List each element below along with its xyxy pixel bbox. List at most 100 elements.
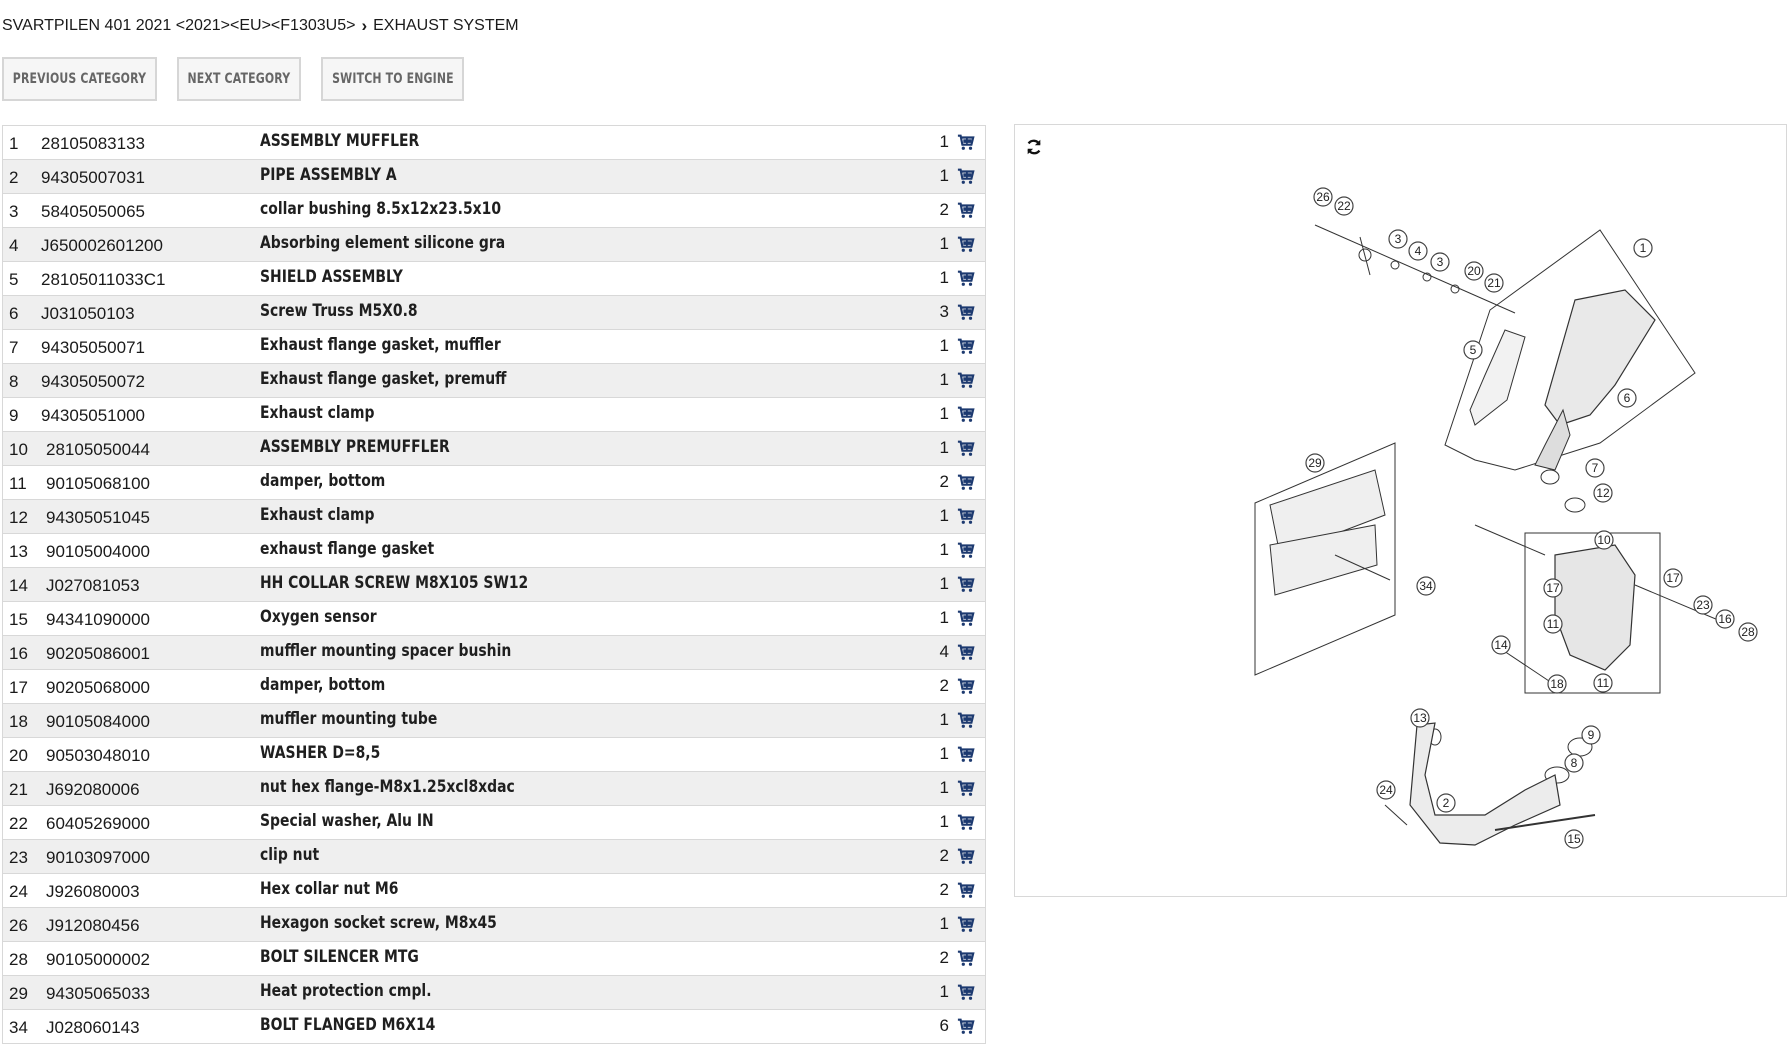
cart-icon[interactable] [957, 507, 975, 525]
callout-14[interactable]: 14 [1491, 635, 1511, 655]
callout-3[interactable]: 3 [1388, 229, 1408, 249]
callout-2[interactable]: 2 [1436, 793, 1456, 813]
cart-icon[interactable] [957, 915, 975, 933]
cart-icon[interactable] [957, 371, 975, 389]
callout-5[interactable]: 5 [1463, 340, 1483, 360]
part-number[interactable]: 90205068000 [46, 678, 151, 697]
part-number[interactable]: 60405269000 [46, 814, 151, 833]
cart-icon[interactable] [957, 813, 975, 831]
part-number[interactable]: 94305007031 [41, 168, 146, 187]
callout-3[interactable]: 3 [1430, 252, 1450, 272]
previous-category-button[interactable]: PREVIOUS CATEGORY [2, 57, 157, 101]
callout-7[interactable]: 7 [1585, 458, 1605, 478]
cart-icon[interactable] [957, 133, 975, 151]
part-number[interactable]: 90105084000 [46, 712, 151, 731]
cart-icon[interactable] [957, 711, 975, 729]
cart-icon[interactable] [957, 337, 975, 355]
callout-26[interactable]: 26 [1313, 187, 1333, 207]
part-number[interactable]: 28105050044 [46, 440, 151, 459]
refresh-icon[interactable] [1025, 138, 1043, 156]
cart-icon[interactable] [957, 949, 975, 967]
cart-icon[interactable] [957, 643, 975, 661]
cart-icon[interactable] [957, 235, 975, 253]
callout-1[interactable]: 1 [1633, 238, 1653, 258]
part-description: collar bushing 8.5x12x23.5x10 [260, 199, 502, 219]
cart-icon[interactable] [957, 167, 975, 185]
callout-10[interactable]: 10 [1594, 530, 1614, 550]
callout-21[interactable]: 21 [1484, 273, 1504, 293]
next-category-button[interactable]: NEXT CATEGORY [177, 57, 301, 101]
callout-11[interactable]: 11 [1543, 614, 1563, 634]
part-number[interactable]: J692080006 [46, 780, 140, 799]
part-number[interactable]: 94305065033 [46, 984, 151, 1003]
part-number[interactable]: 58405050065 [41, 202, 146, 221]
part-number[interactable]: J028060143 [46, 1018, 140, 1037]
part-number[interactable]: 90105004000 [46, 542, 151, 561]
part-number[interactable]: J912080456 [46, 916, 140, 935]
cart-icon[interactable] [957, 201, 975, 219]
part-number[interactable]: 90205086001 [46, 644, 151, 663]
part-number[interactable]: 90503048010 [46, 746, 151, 765]
cart-icon[interactable] [957, 405, 975, 423]
callout-28[interactable]: 28 [1738, 622, 1758, 642]
cart-icon[interactable] [957, 541, 975, 559]
part-number[interactable]: 94305051000 [41, 406, 146, 425]
part-number[interactable]: J027081053 [46, 576, 140, 595]
breadcrumb-model[interactable]: SVARTPILEN 401 2021 <2021><EU><F1303U5> [2, 17, 356, 34]
callout-12[interactable]: 12 [1593, 483, 1613, 503]
part-number[interactable]: 94305050072 [41, 372, 146, 391]
callout-4[interactable]: 4 [1408, 241, 1428, 261]
callout-9[interactable]: 9 [1581, 725, 1601, 745]
quantity: 1 [939, 744, 949, 763]
callout-24[interactable]: 24 [1376, 780, 1396, 800]
part-number[interactable]: 90103097000 [46, 848, 151, 867]
cart-icon[interactable] [957, 881, 975, 899]
part-number[interactable]: 94341090000 [46, 610, 151, 629]
part-number[interactable]: 94305051045 [46, 508, 151, 527]
part-number[interactable]: 90105068100 [46, 474, 151, 493]
callout-17[interactable]: 17 [1543, 578, 1563, 598]
switch-to-engine-button[interactable]: SWITCH TO ENGINE [321, 57, 464, 101]
quantity: 1 [939, 778, 949, 797]
part-number[interactable]: 94305050071 [41, 338, 146, 357]
cart-icon[interactable] [957, 983, 975, 1001]
callout-29[interactable]: 29 [1305, 453, 1325, 473]
callout-17[interactable]: 17 [1663, 568, 1683, 588]
callout-18[interactable]: 18 [1547, 674, 1567, 694]
callout-label: 4 [1415, 244, 1422, 258]
cart-icon[interactable] [957, 439, 975, 457]
cart-icon[interactable] [957, 473, 975, 491]
cart-icon[interactable] [957, 1017, 975, 1035]
cart-icon[interactable] [957, 303, 975, 321]
cart-icon[interactable] [957, 677, 975, 695]
callout-8[interactable]: 8 [1564, 753, 1584, 773]
part-number[interactable]: 90105000002 [46, 950, 151, 969]
callout-20[interactable]: 20 [1464, 261, 1484, 281]
part-number[interactable]: J926080003 [46, 882, 140, 901]
callout-34[interactable]: 34 [1416, 576, 1436, 596]
cart-icon[interactable] [957, 847, 975, 865]
callout-label: 7 [1592, 461, 1599, 475]
callout-6[interactable]: 6 [1617, 388, 1637, 408]
part-number[interactable]: J031050103 [41, 304, 135, 323]
part-number[interactable]: 28105083133 [41, 134, 146, 153]
callout-16[interactable]: 16 [1715, 609, 1735, 629]
part-description: Screw Truss M5X0.8 [260, 301, 418, 321]
callout-15[interactable]: 15 [1564, 829, 1584, 849]
callout-23[interactable]: 23 [1693, 595, 1713, 615]
cart-icon[interactable] [957, 609, 975, 627]
callout-22[interactable]: 22 [1334, 196, 1354, 216]
callout-13[interactable]: 13 [1410, 708, 1430, 728]
cart-icon[interactable] [957, 745, 975, 763]
part-number[interactable]: J650002601200 [41, 236, 163, 255]
cart-icon[interactable] [957, 575, 975, 593]
cart-icon[interactable] [957, 779, 975, 797]
cart-icon[interactable] [957, 269, 975, 287]
callout-11[interactable]: 11 [1593, 673, 1613, 693]
part-number[interactable]: 28105011033C1 [41, 270, 166, 289]
